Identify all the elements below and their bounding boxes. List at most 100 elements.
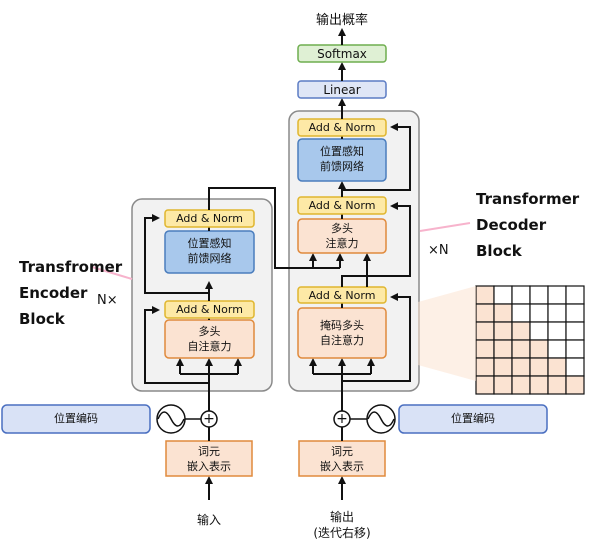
mask-cell [529,285,549,305]
mask-cell [565,285,585,305]
mask-cell [511,321,531,341]
decoder-add-norm-1-label: Add & Norm [308,289,376,302]
decoder-input-label-line2: (迭代右移) [313,526,371,540]
decoder-residual-3 [342,123,411,191]
encoder-embedding-label-line1: 词元 [198,445,220,458]
mask-cell [511,303,531,323]
decoder-ffn-label: 位置感知 前馈网络 [298,144,386,174]
decoder-title-leader [419,222,471,232]
decoder-input-label-line1: 输出 [329,510,354,524]
encoder-plus-glyph: + [203,411,215,427]
decoder-sine-wave [367,411,395,427]
mask-cell [493,375,513,395]
mask-cell [475,357,495,377]
mask-cell [565,357,585,377]
mask-cell [547,321,567,341]
encoder-embedding-label: 词元 嵌入表示 [166,444,252,474]
decoder-positional-encoding-label: 位置编码 [451,412,495,425]
decoder-add-norm-3-label: Add & Norm [308,121,376,134]
encoder-embedding-label-line2: 嵌入表示 [187,460,231,473]
decoder-residual-1 [342,293,411,382]
encoder-block-title: Transfromer Encoder Block [19,258,122,336]
decoder-block-title: Transformer Decoder Block [476,190,579,268]
encoder-add-norm-2-label: Add & Norm [176,212,243,225]
mask-cell [547,285,567,305]
mask-cell [475,321,495,341]
encoder-sine-wave [157,411,185,427]
decoder-ffn-label-line2: 前馈网络 [320,160,364,173]
mask-cell [547,339,567,359]
decoder-embedding-label-line2: 嵌入表示 [320,460,364,473]
decoder-cross-attention-label-line1: 多头 [331,222,353,235]
encoder-self-attention-label-line2: 自注意力 [187,340,232,353]
encoder-block-frame [131,198,273,392]
mask-cell [511,339,531,359]
decoder-embedding-label-line1: 词元 [331,445,353,458]
encoder-block-title-line2: Encoder [19,284,88,302]
decoder-masked-attention-label: 掩码多头 自注意力 [298,318,386,348]
decoder-addnorm-to-cross-q [341,253,371,287]
encoder-block-title-line3: Block [19,310,65,328]
mask-cell [529,375,549,395]
mask-cell [493,285,513,305]
decoder-cross-attention-label: 多头 注意力 [298,221,386,251]
encoder-residual-2 [144,214,209,294]
encoder-positional-encoding-label: 位置编码 [54,412,98,425]
decoder-masked-attention-label-line2: 自注意力 [320,334,364,347]
decoder-input-label: 输出 (迭代右移) [300,509,384,541]
mask-cell [565,375,585,395]
decoder-embedding-label: 词元 嵌入表示 [299,444,385,474]
mask-cell [493,303,513,323]
decoder-block-title-line3: Block [476,242,522,260]
mask-cell [565,303,585,323]
decoder-add-norm-2-label: Add & Norm [308,199,376,212]
encoder-ffn-label-line1: 位置感知 [187,237,232,250]
mask-cell [547,303,567,323]
mask-cell [475,339,495,359]
encoder-repeat-label: N× [97,293,118,308]
encoder-self-attention-label-line1: 多头 [198,325,221,338]
encoder-title-leader [91,266,133,280]
linear-label: Linear [323,83,361,97]
encoder-to-decoder-connection [208,187,317,269]
decoder-repeat-label: ×N [428,243,449,258]
mask-cell [475,303,495,323]
encoder-add-norm-1-label: Add & Norm [176,303,243,316]
mask-cell [547,375,567,395]
mask-cell [475,285,495,305]
encoder-block-title-line1: Transfromer [19,258,123,276]
decoder-block-title-line2: Decoder [476,216,547,234]
mask-cell [565,339,585,359]
attention-mask-matrix [475,285,585,395]
decoder-block-title-line1: Transformer [476,190,580,208]
mask-cell [547,357,567,377]
mask-cell [511,375,531,395]
encoder-positional-encoding-box [1,404,151,434]
decoder-masked-attention-label-line1: 掩码多头 [320,319,364,332]
encoder-ffn-label: 位置感知 前馈网络 [165,236,254,266]
decoder-cross-attention-label-line2: 注意力 [325,237,359,250]
output-probabilities-label: 输出概率 [315,13,368,28]
decoder-embedding-box [298,440,386,477]
mask-cell [529,321,549,341]
softmax-label: Softmax [317,47,367,61]
encoder-input-label: 输入 [196,513,221,527]
decoder-residual-2 [366,202,411,287]
mask-cell [529,357,549,377]
decoder-positional-encoding-box [398,404,548,434]
mask-cell [529,339,549,359]
mask-cell [493,339,513,359]
mask-cell [511,357,531,377]
mask-cell [475,375,495,395]
encoder-self-attention-label: 多头 自注意力 [165,324,254,354]
decoder-plus-glyph: + [336,411,348,427]
mask-cell [511,285,531,305]
mask-cell [493,321,513,341]
mask-projection-shade [418,286,476,381]
decoder-ffn-label-line1: 位置感知 [320,145,364,158]
mask-cell [529,303,549,323]
encoder-residual-1 [144,306,209,384]
mask-cell [565,321,585,341]
encoder-ffn-label-line2: 前馈网络 [187,252,232,265]
